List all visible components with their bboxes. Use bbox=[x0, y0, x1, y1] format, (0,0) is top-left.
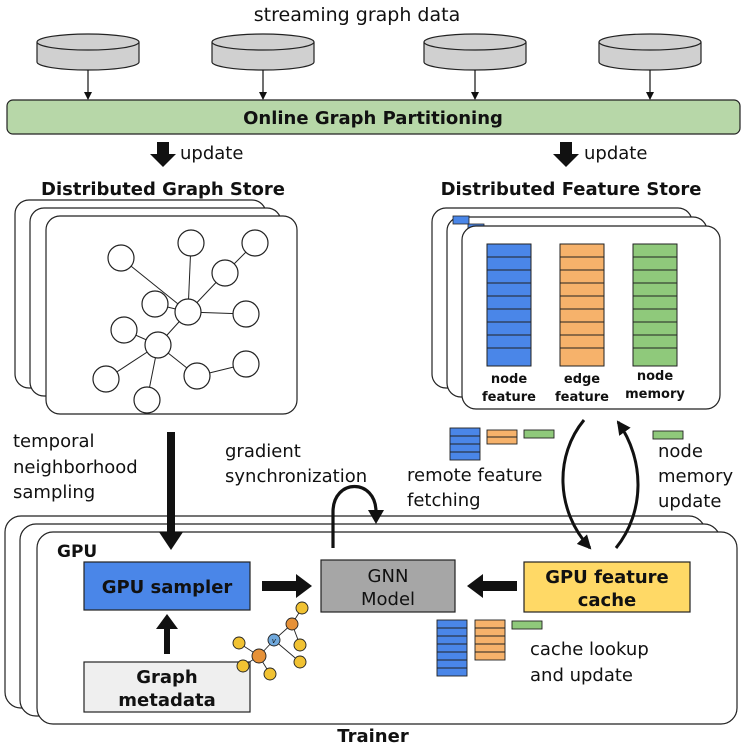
node-memory-column bbox=[632, 243, 678, 367]
gradient-sync-loop bbox=[331, 485, 378, 548]
gpu-feature-cache-label-1: GPU feature bbox=[545, 567, 669, 588]
gradient-label-1: gradient bbox=[225, 441, 301, 462]
node-memory-label-2: memory bbox=[625, 387, 685, 402]
gnn-model-label-1: GNN bbox=[368, 566, 409, 587]
remote-feature-blocks bbox=[449, 427, 555, 461]
gpu-sampler-label: GPU sampler bbox=[102, 577, 233, 598]
memory-update-curve-arrow bbox=[614, 420, 640, 549]
gradient-label-2: synchronization bbox=[225, 466, 367, 487]
temporal-label-2: neighborhood bbox=[13, 457, 138, 478]
gnn-model-label-2: Model bbox=[361, 589, 415, 610]
graph-metadata-label-2: metadata bbox=[118, 690, 216, 711]
partitioning-bar bbox=[6, 99, 741, 135]
partitioning-label: Online Graph Partitioning bbox=[243, 108, 503, 129]
subgraph-v-label: v bbox=[272, 637, 277, 645]
graph-metadata-label-1: Graph bbox=[136, 667, 198, 688]
update-arrow-right bbox=[553, 142, 579, 167]
node-feature-label-1: node bbox=[491, 372, 527, 387]
node-feature-column bbox=[486, 243, 532, 367]
node-memory-label-1: node bbox=[637, 369, 673, 384]
remote-fetch-curve-arrow bbox=[561, 419, 592, 550]
graph-metadata-box bbox=[83, 661, 251, 713]
temporal-label-3: sampling bbox=[13, 482, 95, 503]
gpu-feature-cache-box bbox=[523, 561, 691, 613]
edge-feature-column bbox=[559, 243, 605, 367]
cache-lookup-blocks bbox=[436, 619, 543, 677]
cache-lookup-label-2: and update bbox=[530, 665, 633, 686]
database-arrows bbox=[84, 70, 654, 100]
gradient-sync-arrowhead bbox=[368, 510, 384, 524]
gpu-sampler-box bbox=[83, 561, 251, 611]
database-icon-4 bbox=[598, 33, 702, 71]
node-memory-update-label-3: update bbox=[658, 491, 721, 512]
database-icon-2 bbox=[211, 33, 315, 71]
temporal-label-1: temporal bbox=[13, 431, 95, 452]
gpu-feature-cache-label-2: cache bbox=[578, 590, 637, 611]
update-arrow-left bbox=[150, 142, 176, 167]
edge-feature-label-1: edge bbox=[564, 372, 600, 387]
database-icon-3 bbox=[423, 33, 527, 71]
graph-store-title: Distributed Graph Store bbox=[41, 179, 285, 200]
update-label-left: update bbox=[180, 143, 243, 164]
node-memory-update-label-2: memory bbox=[658, 466, 734, 487]
remote-fetch-label-1: remote feature bbox=[407, 465, 542, 486]
node-feature-label-2: feature bbox=[482, 390, 536, 405]
node-memory-update-block bbox=[652, 430, 684, 440]
edge-feature-label-2: feature bbox=[555, 390, 609, 405]
gpu-label: GPU bbox=[57, 542, 97, 562]
cache-lookup-label-1: cache lookup bbox=[530, 639, 649, 660]
remote-fetch-label-2: fetching bbox=[407, 490, 481, 511]
database-icon-1 bbox=[36, 33, 140, 71]
metadata-to-sampler-arrow bbox=[156, 614, 178, 654]
trainer-label: Trainer bbox=[337, 726, 409, 747]
cache-to-gnn-arrow bbox=[467, 574, 517, 598]
feature-store-title: Distributed Feature Store bbox=[441, 179, 702, 200]
sampled-subgraph bbox=[232, 601, 309, 681]
node-memory-update-label-1: node bbox=[658, 441, 703, 462]
streaming-data-label: streaming graph data bbox=[254, 4, 460, 26]
graph-nodes bbox=[92, 229, 269, 414]
sampling-arrow-head bbox=[159, 532, 183, 550]
sampler-to-gnn-arrow bbox=[262, 574, 312, 598]
update-label-right: update bbox=[584, 143, 647, 164]
gnn-model-box bbox=[320, 559, 456, 613]
